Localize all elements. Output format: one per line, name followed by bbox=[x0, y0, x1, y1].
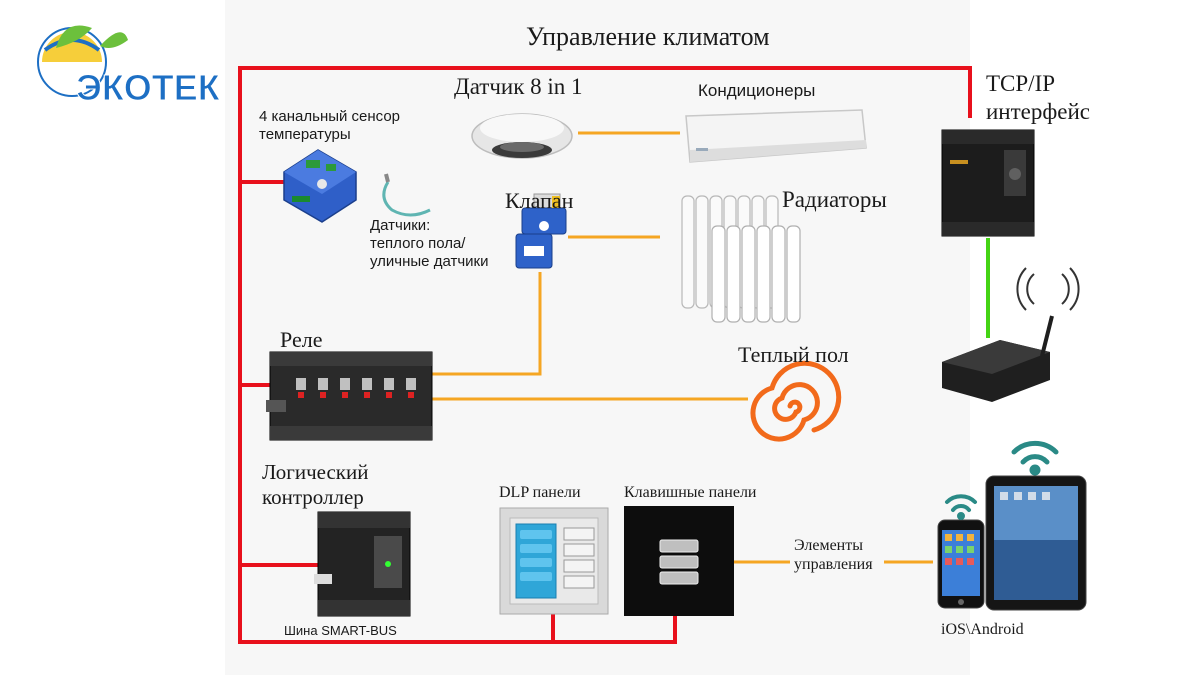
tablet-icon bbox=[985, 475, 1087, 611]
temperature-sensor-icon bbox=[283, 149, 357, 223]
smart-bus-line bbox=[238, 66, 972, 644]
floor-heating-label: Теплый пол bbox=[738, 342, 849, 367]
key-panels-label: Клавишные панели bbox=[624, 484, 757, 501]
router-icon bbox=[942, 267, 1080, 402]
logic-controller-icon bbox=[314, 511, 411, 617]
temperature-probe-icon bbox=[382, 173, 431, 217]
air-conditioner-icon bbox=[685, 109, 867, 163]
radiator-icon bbox=[681, 195, 801, 323]
radiators-label: Радиаторы bbox=[782, 187, 887, 212]
tablet-wifi-icon bbox=[1011, 440, 1059, 476]
sensor-8in1-icon bbox=[471, 113, 573, 159]
tcpip-interface-icon bbox=[941, 129, 1035, 237]
logo bbox=[37, 25, 128, 97]
smartphone-icon bbox=[937, 519, 985, 609]
logo-text: ЭКОТЕК bbox=[76, 67, 221, 108]
heating-spiral-icon bbox=[750, 360, 842, 442]
valve-icon bbox=[515, 193, 567, 269]
ios-android-label: iOS\Android bbox=[941, 621, 1024, 638]
key-panel-icon bbox=[624, 506, 734, 616]
probe-sensors-label: Датчики: теплого пола/ уличные датчики bbox=[370, 217, 489, 270]
dlp-panels-label: DLP панели bbox=[499, 484, 581, 501]
phone-wifi-icon bbox=[945, 494, 977, 520]
conditioners-label: Кондиционеры bbox=[698, 81, 816, 100]
sensor-8in1-label: Датчик 8 in 1 bbox=[454, 74, 583, 99]
diagram-title: Управление климатом bbox=[526, 22, 770, 51]
logic-controller-label: Логический контроллер bbox=[262, 460, 369, 510]
relay-icon bbox=[266, 351, 433, 441]
relay-label: Реле bbox=[280, 327, 323, 352]
signal-lines bbox=[432, 131, 933, 564]
controls-label: Элементы управления bbox=[794, 537, 873, 574]
tcpip-label: TCP/IP интерфейс bbox=[986, 71, 1091, 124]
temperature-sensor-label: 4 канальный сенсор температуры bbox=[259, 108, 401, 143]
dlp-panel-icon bbox=[499, 507, 609, 615]
smart-bus-label: Шина SMART-BUS bbox=[284, 623, 397, 638]
valve-label: Клапан bbox=[505, 188, 574, 213]
